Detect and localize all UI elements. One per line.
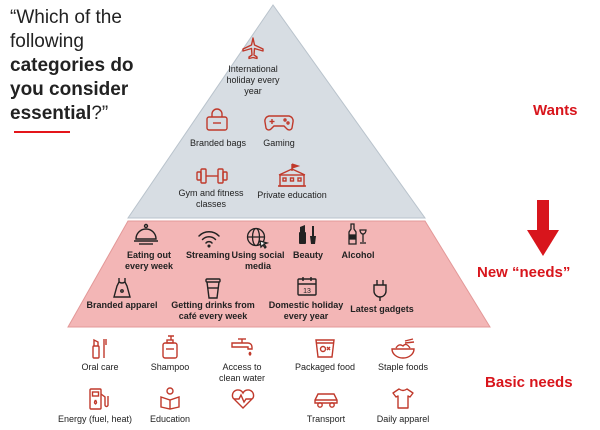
question-underline (14, 131, 70, 133)
label-gaming: Gaming (263, 138, 295, 148)
globe-cursor-icon (246, 227, 269, 250)
label-clean-water: Access to clean water (218, 362, 266, 383)
tshirt-icon (392, 388, 414, 409)
plug-icon (373, 280, 387, 301)
label-alcohol: Alcohol (341, 250, 375, 260)
heartbeat-icon (231, 389, 255, 409)
label-beauty: Beauty (292, 250, 323, 260)
dress-icon (113, 278, 131, 298)
label-domestic-holiday: Domestic holiday every year (268, 300, 344, 321)
question-text: “Which of the following categories do yo… (10, 6, 160, 126)
question-open: “Which of the following (10, 7, 122, 52)
school-building-icon (278, 163, 306, 187)
label-international-holiday: International holiday every year (226, 64, 280, 96)
pyramid-new-needs-tier (67, 220, 491, 328)
rice-bowl-icon (391, 338, 415, 359)
svg-text:13: 13 (303, 288, 311, 295)
fuel-pump-icon (89, 388, 109, 410)
calendar-icon: 13 (297, 277, 317, 296)
down-arrow-icon (527, 200, 559, 256)
lipstick-brush-icon (299, 225, 316, 244)
handbag-icon (206, 108, 228, 131)
wine-bottle-glass-icon (348, 223, 367, 245)
label-branded-bags: Branded bags (189, 138, 247, 148)
side-label-basic-needs: Basic needs (485, 374, 573, 391)
label-packaged-food: Packaged food (294, 362, 356, 372)
shampoo-bottle-icon (162, 335, 178, 359)
label-cafe: Getting drinks from café every week (171, 300, 255, 321)
airplane-icon (242, 37, 264, 60)
label-shampoo: Shampoo (150, 362, 190, 372)
label-eating-out: Eating out every week (124, 250, 174, 271)
label-social-media: Using social media (231, 250, 285, 271)
label-latest-gadgets: Latest gadgets (350, 304, 414, 314)
cloche-icon (134, 223, 158, 245)
faucet-icon (231, 338, 253, 356)
side-label-new-needs: New “needs” (477, 264, 571, 281)
question-bold: categories do you consider essential (10, 55, 134, 124)
gamepad-icon (264, 115, 294, 131)
reading-person-icon (160, 387, 180, 410)
question-close: ?” (91, 103, 109, 124)
label-gym: Gym and fitness classes (178, 188, 244, 209)
label-private-education: Private education (257, 190, 327, 200)
label-transport: Transport (306, 414, 346, 424)
pyramid-wants-tier (127, 4, 426, 219)
cafe-cup-icon (205, 278, 221, 299)
dumbbell-icon (196, 168, 228, 184)
car-icon (314, 393, 338, 408)
wifi-icon (198, 231, 220, 248)
label-oral-care: Oral care (81, 362, 119, 372)
side-label-wants: Wants (533, 102, 578, 119)
label-daily-apparel: Daily apparel (376, 414, 430, 424)
label-streaming: Streaming (185, 250, 230, 260)
packaged-food-icon (315, 339, 335, 358)
label-energy: Energy (fuel, heat) (57, 414, 133, 424)
label-education: Education (149, 414, 191, 424)
label-staple-foods: Staple foods (377, 362, 429, 372)
toothbrush-icon (92, 338, 107, 359)
label-branded-apparel: Branded apparel (86, 300, 158, 310)
